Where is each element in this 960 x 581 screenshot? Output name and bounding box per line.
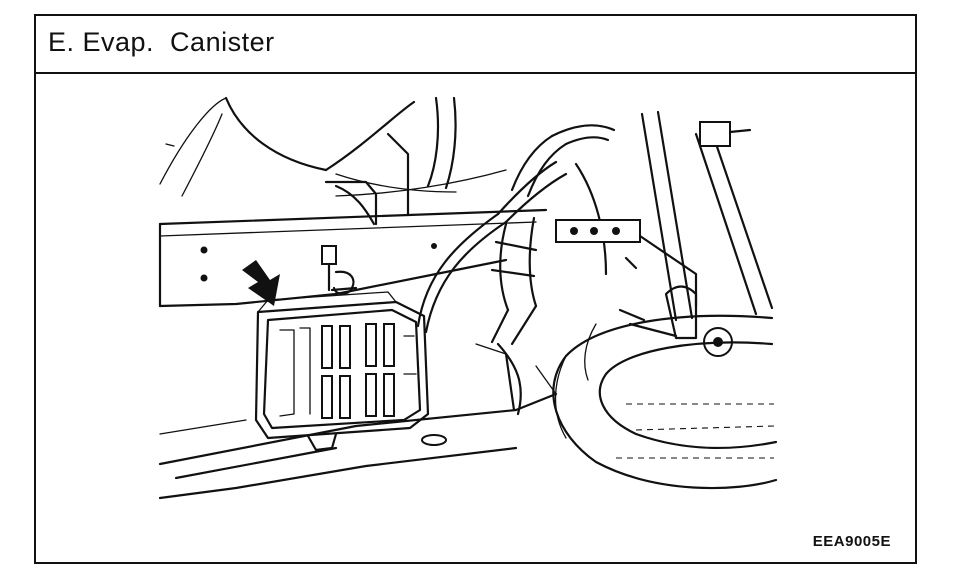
mount-bracket xyxy=(321,245,358,296)
body-panel xyxy=(159,96,457,197)
evap-canister xyxy=(254,291,430,452)
illustration-frame: E. Evap. Canister xyxy=(34,14,917,564)
evap-canister-illustration xyxy=(158,96,778,500)
reference-code: EEA9005E xyxy=(812,533,891,550)
page-title: E. Evap. Canister xyxy=(48,27,275,57)
floor-pan xyxy=(158,342,558,500)
title-bar: E. Evap. Canister xyxy=(36,16,915,74)
frame-rail xyxy=(158,132,548,308)
spare-tire xyxy=(552,314,778,490)
vapor-hoses xyxy=(416,124,616,346)
arrow-down-left-icon xyxy=(242,260,280,306)
